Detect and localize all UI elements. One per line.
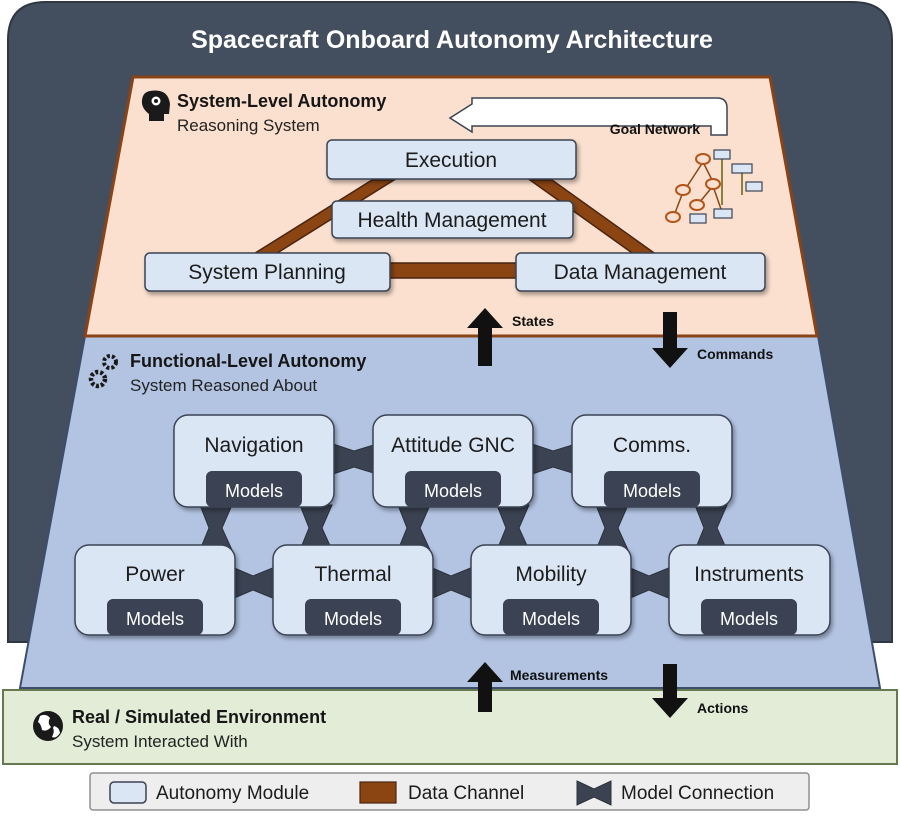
goal-network-label: Goal Network bbox=[610, 121, 700, 137]
commands-label: Commands bbox=[697, 346, 773, 362]
attitude-gnc-module: Attitude GNC Models bbox=[372, 414, 534, 508]
health-management-label: Health Management bbox=[357, 209, 546, 232]
thermal-models-label: Models bbox=[324, 609, 382, 629]
data-management-module: Data Management bbox=[515, 252, 766, 292]
legend-model-connection-swatch bbox=[576, 780, 612, 806]
instruments-models-label: Models bbox=[720, 609, 778, 629]
comms-models-tab bbox=[604, 471, 700, 507]
power-label: Power bbox=[125, 563, 185, 586]
channel-planning-datamgmt bbox=[387, 262, 519, 279]
instruments-models-tab bbox=[701, 599, 797, 635]
measurements-label: Measurements bbox=[510, 667, 608, 683]
legend-data-channel-swatch bbox=[359, 781, 397, 804]
legend-autonomy-module-label: Autonomy Module bbox=[156, 783, 309, 804]
power-models-tab bbox=[107, 599, 203, 635]
gears-icon bbox=[88, 354, 118, 389]
attitude-gnc-label: Attitude GNC bbox=[391, 434, 515, 457]
system-planning-label: System Planning bbox=[188, 261, 346, 284]
power-models-label: Models bbox=[126, 609, 184, 629]
states-arrow bbox=[467, 308, 503, 366]
system-planning-module: System Planning bbox=[144, 252, 391, 292]
attitude-gnc-models-tab bbox=[405, 471, 501, 507]
mobility-models-tab bbox=[503, 599, 599, 635]
globe-icon bbox=[33, 711, 63, 741]
instruments-module: Instruments Models bbox=[668, 544, 831, 636]
execution-label: Execution bbox=[405, 149, 497, 172]
system-layer-title: System-Level Autonomy bbox=[177, 91, 386, 111]
functional-layer-subtitle: System Reasoned About bbox=[130, 376, 317, 395]
comms-module: Comms. Models bbox=[571, 414, 733, 508]
goal-network-icon bbox=[665, 149, 763, 224]
attitude-gnc-models-label: Models bbox=[424, 481, 482, 501]
actions-arrow bbox=[652, 664, 688, 718]
navigation-label: Navigation bbox=[204, 434, 303, 457]
system-layer-subtitle: Reasoning System bbox=[177, 116, 320, 135]
environment-subtitle: System Interacted With bbox=[72, 732, 248, 751]
mobility-module: Mobility Models bbox=[470, 544, 632, 636]
thermal-label: Thermal bbox=[314, 563, 391, 586]
instruments-label: Instruments bbox=[694, 563, 804, 586]
health-management-module: Health Management bbox=[331, 200, 574, 239]
navigation-models-label: Models bbox=[225, 481, 283, 501]
legend-box bbox=[89, 772, 810, 811]
mobility-label: Mobility bbox=[515, 563, 587, 586]
legend-autonomy-module-swatch bbox=[109, 781, 147, 804]
navigation-module: Navigation Models bbox=[173, 414, 335, 508]
comms-label: Comms. bbox=[613, 434, 691, 457]
comms-models-label: Models bbox=[623, 481, 681, 501]
measurements-arrow bbox=[467, 662, 503, 712]
thermal-models-tab bbox=[305, 599, 401, 635]
legend-data-channel-label: Data Channel bbox=[408, 783, 524, 804]
thermal-module: Thermal Models bbox=[272, 544, 434, 636]
legend-model-connection-label: Model Connection bbox=[621, 783, 774, 804]
mobility-models-label: Models bbox=[522, 609, 580, 629]
execution-module: Execution bbox=[326, 139, 577, 180]
commands-arrow bbox=[652, 312, 688, 368]
states-label: States bbox=[512, 313, 554, 329]
goal-network-arrow bbox=[448, 97, 728, 136]
navigation-models-tab bbox=[206, 471, 302, 507]
functional-layer-title: Functional-Level Autonomy bbox=[130, 351, 366, 371]
environment-title: Real / Simulated Environment bbox=[72, 707, 326, 727]
head-icon bbox=[141, 90, 170, 121]
legend: Autonomy Module Data Channel Model Conne… bbox=[89, 772, 810, 811]
actions-label: Actions bbox=[697, 700, 749, 716]
power-module: Power Models bbox=[74, 544, 236, 636]
diagram-title: Spacecraft Onboard Autonomy Architecture bbox=[191, 26, 713, 54]
environment-layer bbox=[2, 689, 898, 765]
data-management-label: Data Management bbox=[554, 261, 727, 284]
